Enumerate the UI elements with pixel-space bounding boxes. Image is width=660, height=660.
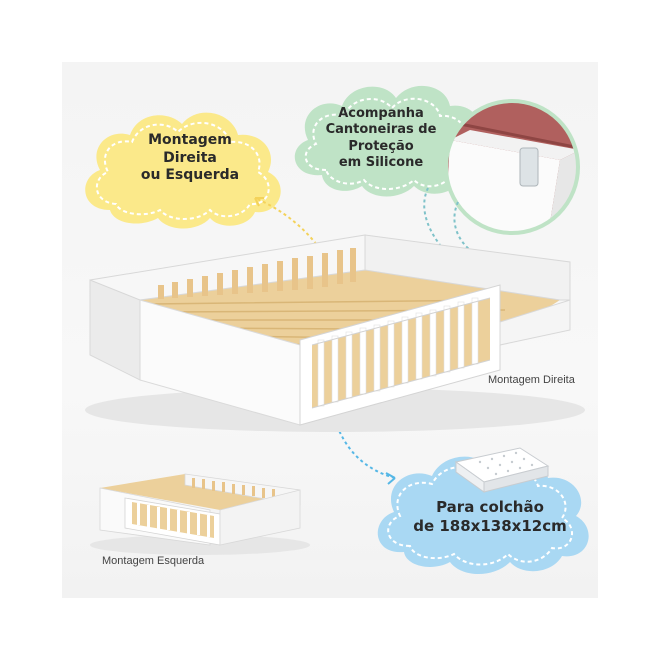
corners-line-2: Cantoneiras de Proteção — [325, 122, 437, 154]
bed-right-mounting — [85, 234, 585, 432]
corners-line-3: em Silicone — [338, 154, 424, 170]
caption-right-mounting: Montagem Direita — [488, 374, 575, 386]
mattress-line-1: Para colchão — [436, 498, 544, 516]
caption-left-mounting: Montagem Esquerda — [102, 555, 205, 567]
blue-cloud — [377, 447, 589, 574]
mattress-arrow — [334, 419, 396, 479]
yellow-cloud — [85, 112, 281, 229]
mounting-callout: Montagem Direita ou Esquerda — [120, 132, 260, 185]
corners-callout: Acompanha Cantoneiras de Proteção em Sil… — [296, 106, 466, 171]
mounting-line-3: ou Esquerda — [140, 167, 240, 183]
mounting-line-1: Montagem — [148, 132, 232, 148]
mattress-line-2: de 188x138x12cm — [413, 516, 567, 535]
green-cloud — [294, 85, 485, 197]
mounting-line-2: Direita — [163, 149, 217, 166]
corners-arrow-2 — [453, 201, 471, 251]
bed-left-mounting — [90, 473, 310, 555]
corners-line-1: Acompanha — [338, 106, 424, 121]
mounting-arrow-head — [254, 197, 264, 207]
mattress-callout: Para colchão de 188x138x12cm — [410, 498, 570, 536]
mattress-arrow-head — [385, 472, 396, 485]
corners-arrow-1 — [423, 187, 441, 246]
corner-protector-zoom — [444, 99, 580, 235]
mattress-icon — [454, 447, 550, 493]
